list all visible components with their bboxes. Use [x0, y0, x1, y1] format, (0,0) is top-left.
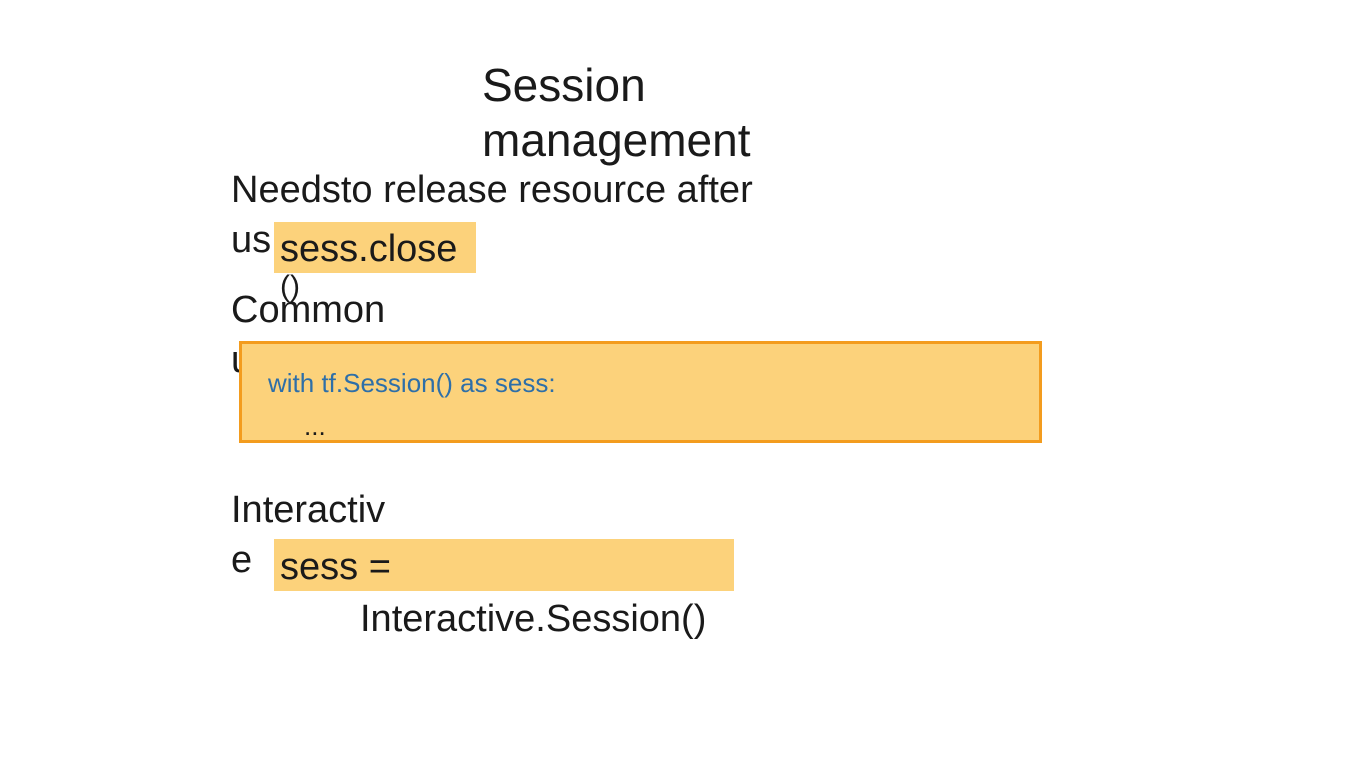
close-code: sess.close [280, 228, 458, 270]
title-line-2: management [482, 114, 751, 166]
interactive-code-part-1: sess = [280, 546, 391, 588]
release-line-2-prefix: us [231, 219, 272, 261]
interactive-code-highlight [274, 539, 734, 591]
release-line-1: Needsto release resource after [231, 169, 753, 211]
interactive-code-part-2: Interactive.Session() [360, 598, 707, 640]
slide-title: Session management [482, 58, 751, 168]
close-code-highlight [274, 222, 476, 273]
interactive-line-2-prefix: e [231, 539, 253, 581]
common-line-1: Common [231, 289, 386, 331]
code-block: with tf.Session() as sess: ... [239, 341, 1042, 443]
title-line-1: Session [482, 59, 646, 111]
close-code-parens: () [280, 270, 300, 303]
code-line-with: with tf.Session() as sess: [268, 368, 556, 398]
interactive-line-1: Interactiv [231, 489, 386, 531]
code-line-ellipsis: ... [304, 411, 326, 441]
